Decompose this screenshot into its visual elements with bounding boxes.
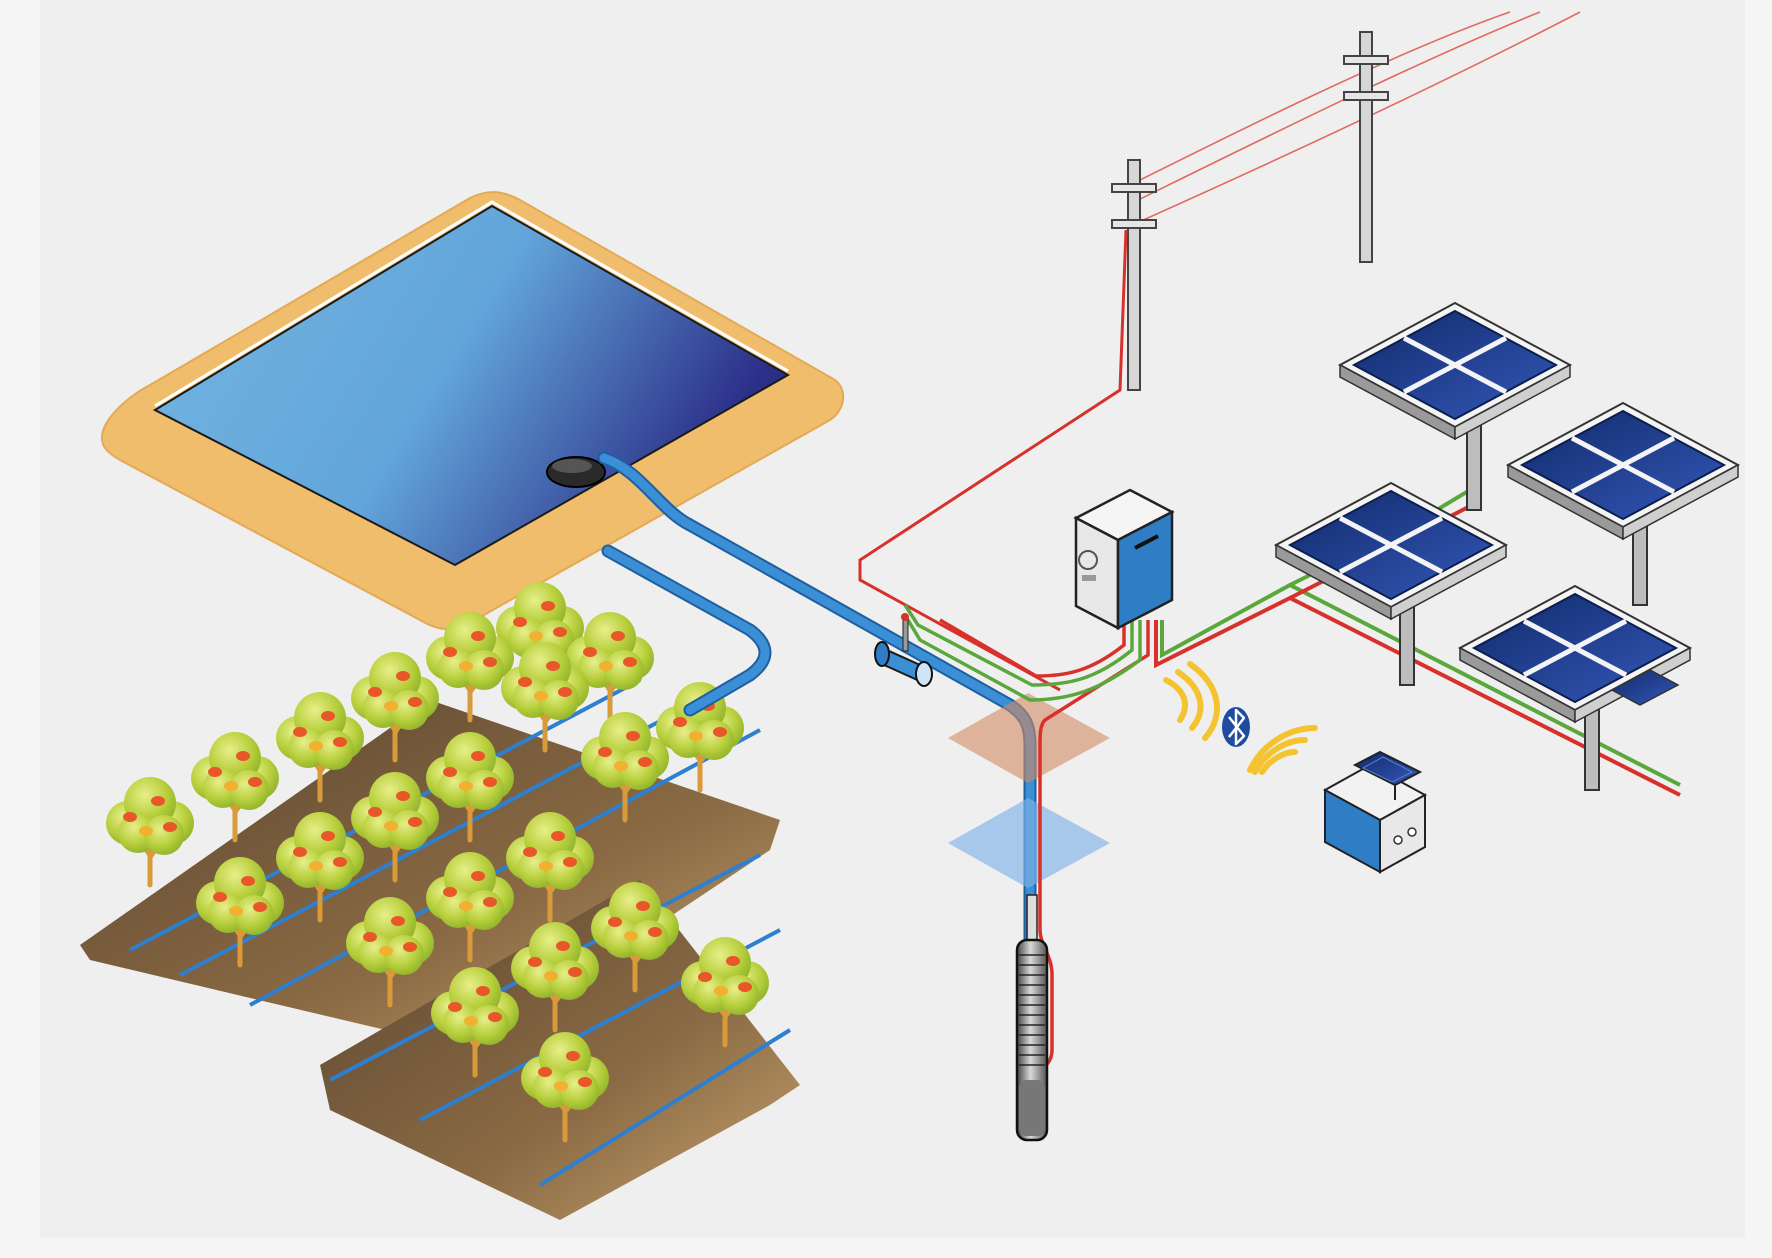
orchard-soil-back [80,700,780,1050]
wireless-waves-icon [1163,661,1220,741]
bluetooth-icon [1222,707,1250,747]
reservoir-rim [154,200,789,408]
frame-border-right [1745,0,1772,1258]
float-switch-icon [546,456,606,488]
water-table-plane [948,798,1110,888]
inverter-box-icon [1073,488,1175,631]
frame-border-bottom [0,1238,1772,1258]
grid-supply-cable [858,229,1128,692]
wireless-waves-icon [1247,725,1318,775]
reservoir-water-icon [152,204,791,567]
solar-sensor-box-icon [1322,750,1428,874]
power-lines [1119,11,1581,226]
flow-meter-icon [874,613,933,687]
solar-panel-icon [1276,483,1506,686]
power-grid [858,11,1581,692]
solar-panel-icon [1508,403,1738,606]
borehole-pump-icon [1015,894,1049,1142]
ground-plane [948,693,1110,783]
solar-array [1154,303,1738,797]
frame-border-left [0,0,40,1258]
solar-panel-icon [1460,586,1690,791]
bluetooth-link [1163,661,1318,775]
orchard [80,582,800,1220]
solar-panel-icon [1340,303,1570,511]
utility-pole-icon [1343,31,1389,263]
reservoir [100,191,845,630]
